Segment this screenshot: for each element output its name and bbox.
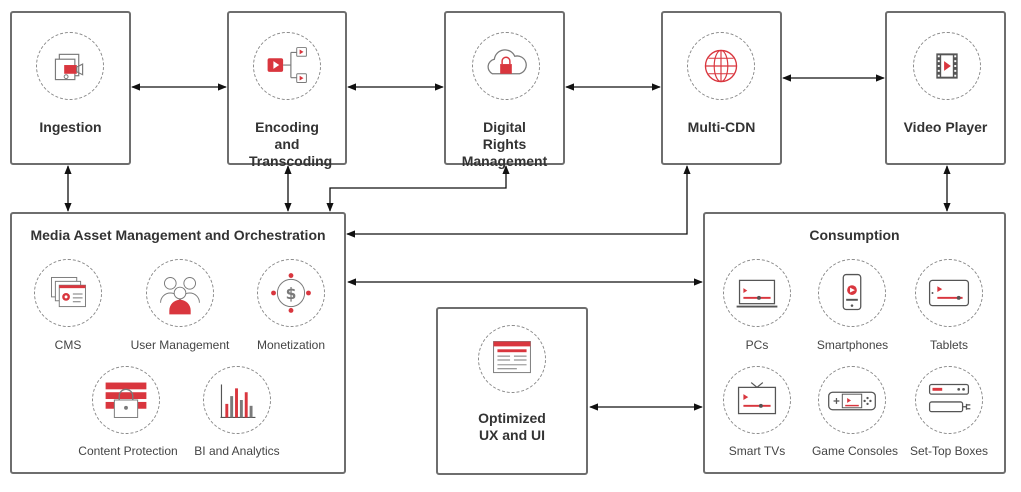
gamepad-icon	[818, 366, 886, 434]
monetization-label: Monetization	[256, 338, 326, 352]
bi-analytics-label: BI and Analytics	[194, 444, 280, 458]
lock-icon	[92, 366, 160, 434]
smartphone-icon	[818, 259, 886, 327]
cdn-box[interactable]: Multi-CDN	[661, 11, 782, 165]
dollar-icon: $	[257, 259, 325, 327]
tablets-label: Tablets	[929, 338, 969, 352]
consumption-title: Consumption	[809, 227, 900, 243]
ingestion-title: Ingestion	[39, 119, 102, 135]
encoding-box[interactable]: Encoding and Transcoding	[227, 11, 347, 169]
flow-icon	[253, 32, 321, 100]
tv-icon	[723, 366, 791, 434]
smartphones-label: Smartphones	[816, 338, 889, 352]
cdn-title: Multi-CDN	[687, 119, 756, 135]
globe-icon	[687, 32, 755, 100]
encoding-title: Encoding and Transcoding	[249, 119, 333, 169]
consumption-box[interactable]: Consumption PCs Smartphones Tablets	[703, 212, 1006, 474]
set-top-boxes-label: Set-Top Boxes	[909, 444, 989, 458]
users-icon	[146, 259, 214, 327]
smart-tvs-label: Smart TVs	[728, 444, 786, 458]
arrow-drm-mam	[326, 165, 510, 212]
player-title: Video Player	[903, 119, 988, 135]
arrow-cdn-mam	[346, 165, 691, 238]
user-management-label: User Management	[130, 338, 230, 352]
content-protection-label: Content Protection	[78, 444, 178, 458]
ux-title: Optimized UX and UI	[478, 410, 546, 443]
mam-title: Media Asset Management and Orchestration	[30, 227, 326, 243]
bar-chart-icon	[203, 366, 271, 434]
ux-box[interactable]: Optimized UX and UI	[436, 307, 588, 475]
cms-label: CMS	[54, 338, 82, 352]
ingestion-box[interactable]: Ingestion	[10, 11, 131, 165]
monitor-icon	[723, 259, 791, 327]
drm-title: Digital Rights Management	[461, 119, 548, 169]
tablet-icon	[915, 259, 983, 327]
drm-box[interactable]: Digital Rights Management	[444, 11, 565, 169]
film-icon	[913, 32, 981, 100]
cloud-lock-icon	[472, 32, 540, 100]
set-top-box-icon	[915, 366, 983, 434]
game-consoles-label: Game Consoles	[811, 444, 899, 458]
player-box[interactable]: Video Player	[885, 11, 1006, 165]
cms-icon	[34, 259, 102, 327]
mam-box[interactable]: Media Asset Management and Orchestration…	[10, 212, 346, 474]
pcs-label: PCs	[745, 338, 769, 352]
camera-icon	[36, 32, 104, 100]
svg-text:$: $	[286, 285, 297, 303]
layout-icon	[478, 325, 546, 393]
